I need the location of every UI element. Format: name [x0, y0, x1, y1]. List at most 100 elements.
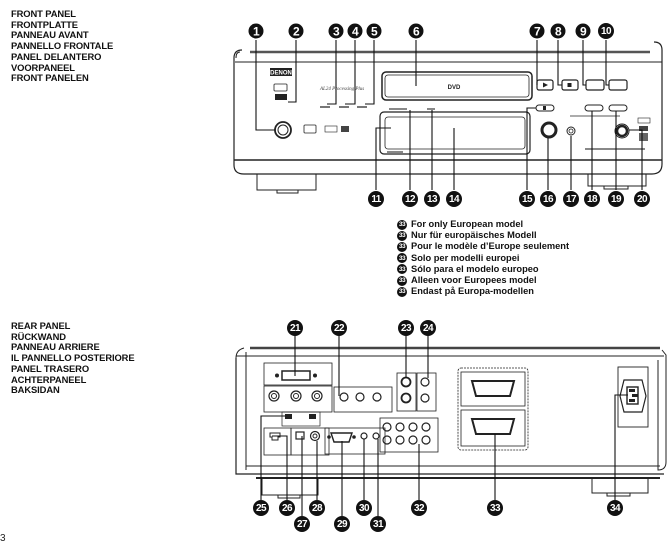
- callout-badge: 14: [446, 191, 462, 207]
- remote-out-jack-icon[interactable]: [372, 432, 380, 440]
- callout-number: 32: [414, 503, 425, 514]
- callout-badge: 28: [309, 500, 325, 516]
- rca-jack-icon[interactable]: [395, 422, 405, 432]
- callout-circle: [408, 23, 424, 39]
- dcd-logo-icon: [273, 83, 288, 92]
- level-knob-icon[interactable]: [615, 124, 629, 138]
- skip-forward-button[interactable]: [608, 79, 628, 91]
- heading-line: BAKSIDAN: [11, 384, 60, 396]
- note-text: Solo per modelli europei: [411, 252, 520, 263]
- callout-badge: 7: [529, 23, 545, 39]
- callout-number: 8: [555, 25, 562, 39]
- dts-logo-icon: [275, 94, 287, 100]
- callout-badge: 12: [402, 191, 418, 207]
- callout-circle: [294, 516, 310, 532]
- power-button-icon[interactable]: [274, 121, 292, 139]
- heading-line: ACHTERPANEEL: [11, 373, 87, 385]
- callout-badge: 30: [356, 500, 372, 516]
- disc-tray[interactable]: [381, 71, 533, 101]
- skip-back-button[interactable]: [585, 79, 605, 91]
- callout-badge: 9: [575, 23, 591, 39]
- callout-badge: 26: [279, 500, 295, 516]
- heading-line: PANNELLO FRONTALE: [11, 40, 114, 52]
- callout-number: 7: [534, 25, 541, 39]
- callout-badge: 33: [397, 230, 407, 241]
- rear-leader-lines: [260, 335, 628, 516]
- video-jack-icon[interactable]: [420, 393, 430, 403]
- callout-circle: [598, 23, 614, 39]
- rca-jack-icon[interactable]: [408, 435, 418, 445]
- callout-circle: [368, 191, 384, 207]
- callout-badge: 16: [540, 191, 556, 207]
- rca-jack-icon[interactable]: [408, 422, 418, 432]
- callout-badge: 33: [397, 242, 407, 252]
- rca-jack-icon[interactable]: [311, 390, 323, 402]
- ac-inlet-icon[interactable]: [619, 379, 647, 413]
- callout-number: 5: [371, 25, 378, 39]
- mode-button[interactable]: [584, 104, 604, 112]
- stop-icon: [567, 83, 572, 87]
- rca-jack-icon[interactable]: [339, 392, 349, 402]
- rca-jack-icon[interactable]: [421, 422, 431, 432]
- s-video-jack-icon[interactable]: [400, 376, 412, 388]
- callout-number: 21: [290, 323, 301, 334]
- callout-number: 20: [637, 194, 648, 205]
- setup-button[interactable]: [608, 104, 628, 112]
- remote-in-jack-icon[interactable]: [360, 432, 368, 440]
- page-number: 3: [0, 533, 6, 544]
- rca-jack-icon[interactable]: [395, 435, 405, 445]
- callout-badge: 33: [397, 253, 407, 264]
- rear-panel-heading: REAR PANEL RÜCKWAND PANNEAU ARRIERE IL P…: [11, 320, 135, 396]
- callout-circle: [248, 23, 264, 39]
- callout-badge: 18: [584, 191, 600, 207]
- front-leader-lines: [255, 40, 643, 190]
- callout-circle: [487, 500, 503, 516]
- ethernet-port-icon[interactable]: [269, 432, 281, 441]
- rca-jack-icon[interactable]: [382, 422, 392, 432]
- note-text: Alleen voor Europees model: [411, 275, 537, 286]
- callout-number: 16: [543, 194, 554, 205]
- rca-jack-icon[interactable]: [290, 390, 302, 402]
- rca-jack-icon[interactable]: [355, 392, 365, 402]
- callout-badge: 21: [287, 320, 303, 336]
- callout-number: 33: [490, 503, 501, 514]
- callout-number: 10: [601, 26, 612, 37]
- rca-jack-icon[interactable]: [268, 390, 280, 402]
- callout-number: 24: [423, 323, 434, 334]
- video-jack-icon[interactable]: [420, 377, 430, 387]
- callout-circle: [540, 191, 556, 207]
- dvi-port[interactable]: [281, 370, 311, 381]
- callout-circle: [287, 320, 303, 336]
- processing-text: AL24 Processing Plus: [319, 87, 364, 92]
- callout-badge: 4: [347, 23, 363, 39]
- coaxial-jack-icon[interactable]: [309, 430, 321, 442]
- heading-line: PANNEAU AVANT: [11, 29, 89, 41]
- jog-knob-icon[interactable]: [540, 121, 558, 139]
- rca-jack-icon[interactable]: [372, 392, 382, 402]
- callout-badge: 24: [420, 320, 436, 336]
- s-video-jack-icon[interactable]: [400, 392, 412, 404]
- scart-port-2[interactable]: [470, 418, 516, 435]
- heading-line: REAR PANEL: [11, 320, 71, 331]
- s-video-block: [396, 372, 417, 412]
- callout-number: 4: [352, 25, 359, 39]
- optical-port-icon[interactable]: [295, 431, 305, 440]
- callout-number: 29: [337, 519, 348, 530]
- callout-number: 17: [566, 194, 577, 205]
- callout-circle: [607, 500, 623, 516]
- rca-jack-icon[interactable]: [382, 435, 392, 445]
- callout-number: 28: [312, 503, 323, 514]
- callout-circle: [366, 23, 382, 39]
- callout-badge: 1: [248, 23, 264, 39]
- rs232c-port-icon[interactable]: [330, 432, 353, 443]
- rca-jack-icon[interactable]: [421, 435, 431, 445]
- scart-port-1[interactable]: [470, 380, 516, 397]
- callout-circle: [288, 23, 304, 39]
- headphone-jack-icon[interactable]: [566, 126, 576, 136]
- callout-badge: 31: [370, 516, 386, 532]
- callout-badge: 6: [408, 23, 424, 39]
